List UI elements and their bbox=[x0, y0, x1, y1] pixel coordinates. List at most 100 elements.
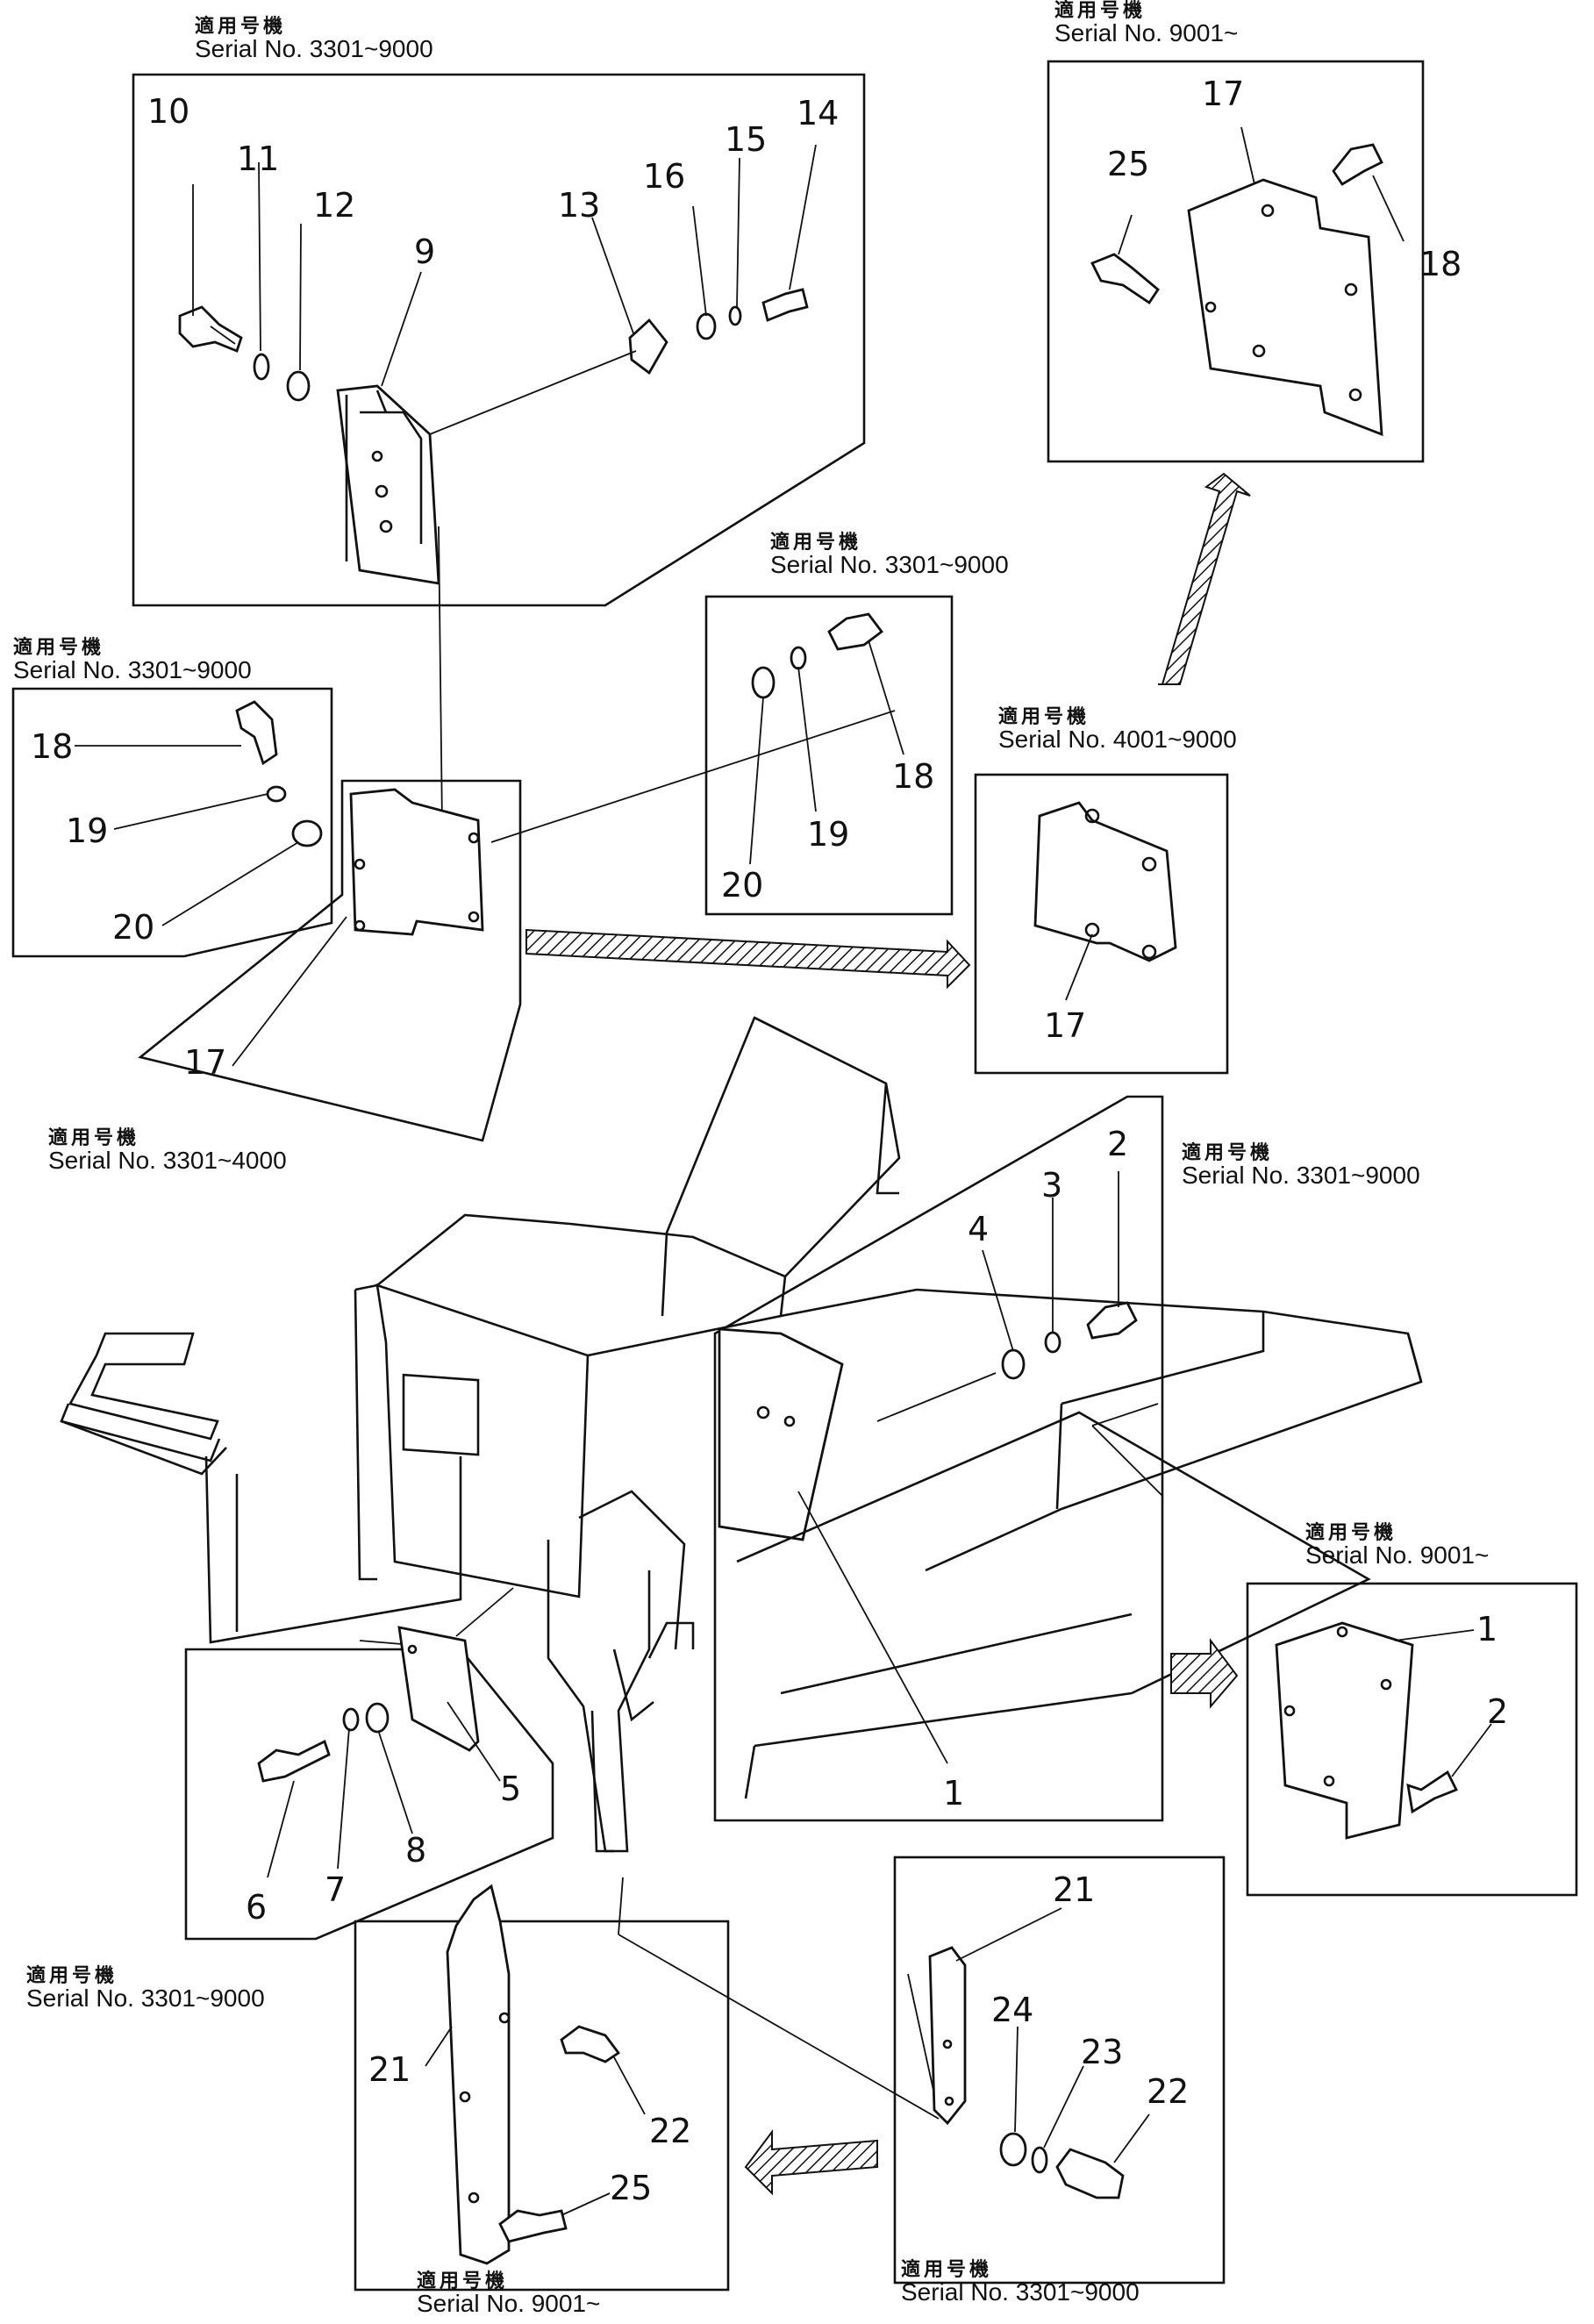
inset-frame-mid-center bbox=[704, 595, 954, 916]
inset-frame-top-right bbox=[1047, 60, 1425, 463]
caption-serial: Serial No. 9001~ bbox=[1054, 19, 1239, 47]
callout-18: 18 bbox=[1419, 245, 1462, 283]
spring-washer-icon bbox=[728, 305, 742, 326]
leader-line bbox=[425, 2026, 453, 2067]
washer-icon bbox=[999, 2132, 1027, 2167]
inset-frame-left bbox=[11, 687, 333, 958]
caption-left-lower: 適用号機 Serial No. 3301~4000 bbox=[48, 1126, 287, 1175]
caption-jp: 適用号機 bbox=[26, 1964, 118, 1986]
caption-jp: 適用号機 bbox=[998, 705, 1090, 727]
leader-line bbox=[1394, 1629, 1475, 1641]
caption-jp: 適用号機 bbox=[770, 531, 862, 553]
caption-jp: 適用号機 bbox=[195, 15, 287, 37]
bolt-icon bbox=[178, 305, 243, 353]
caption-left: 適用号機 Serial No. 3301~9000 bbox=[13, 637, 252, 683]
leader-line bbox=[1043, 2065, 1084, 2149]
caption-jp: 適用号機 bbox=[417, 2270, 509, 2292]
leader-line bbox=[232, 916, 347, 1067]
leader-line bbox=[955, 1907, 1062, 1962]
leader-line bbox=[447, 1701, 501, 1782]
inset-frame-mid-left bbox=[138, 779, 522, 1142]
caption-jp: 適用号機 bbox=[901, 2258, 993, 2280]
leader-line bbox=[789, 144, 817, 290]
inset-frame-bottom-center bbox=[354, 1920, 730, 2292]
caption-jp: 適用号機 bbox=[1305, 1521, 1397, 1543]
bolt-icon bbox=[560, 2025, 621, 2063]
bolt-icon bbox=[257, 1740, 331, 1783]
leader-line bbox=[1372, 175, 1405, 242]
caption-jp: 適用号機 bbox=[13, 636, 105, 658]
caption-bottom-left: 適用号機 Serial No. 3301~9000 bbox=[26, 1964, 265, 2013]
washer-icon bbox=[365, 1702, 390, 1734]
callout-1: 1 bbox=[943, 1774, 965, 1813]
inset-frame-left-lower bbox=[184, 1648, 554, 1941]
callout-15: 15 bbox=[725, 120, 768, 159]
callout-1: 1 bbox=[1476, 1610, 1498, 1648]
caption-jp: 適用号機 bbox=[48, 1126, 140, 1148]
spring-washer-icon bbox=[790, 646, 807, 670]
plate-17-serial-3301-4000 bbox=[349, 788, 484, 936]
leader-lines bbox=[359, 526, 1163, 2120]
callout-9: 9 bbox=[414, 232, 436, 271]
leader-line bbox=[378, 1732, 413, 1834]
washer-icon bbox=[291, 819, 323, 847]
washer-icon bbox=[286, 370, 311, 402]
callout-2: 2 bbox=[1487, 1692, 1509, 1731]
callout-19: 19 bbox=[807, 815, 850, 854]
leader-line bbox=[1014, 2026, 1019, 2133]
bolt-icon bbox=[1332, 143, 1383, 186]
spring-washer-icon bbox=[266, 785, 287, 803]
bolt-icon bbox=[1086, 1301, 1138, 1340]
leader-line bbox=[692, 205, 707, 317]
caption-right-mid: 適用号機 Serial No. 4001~9000 bbox=[998, 705, 1237, 753]
hatched-arrow-icon bbox=[1170, 1638, 1239, 1709]
caption-right-lower: 適用号機 Serial No. 9001~ bbox=[1305, 1521, 1489, 1569]
callout-20: 20 bbox=[721, 866, 764, 905]
leader-line bbox=[1113, 2113, 1150, 2163]
inset-frame-top-left bbox=[132, 73, 866, 607]
cover-21-serial-9001 bbox=[446, 1884, 511, 2265]
bolt-icon bbox=[1406, 1770, 1458, 1814]
callout-10: 10 bbox=[147, 92, 190, 131]
callout-18: 18 bbox=[892, 757, 935, 796]
callout-11: 11 bbox=[237, 139, 280, 178]
leader-line bbox=[113, 793, 268, 830]
washer-icon bbox=[751, 666, 776, 699]
caption-serial: Serial No. 3301~9000 bbox=[195, 35, 433, 63]
callout-6: 6 bbox=[246, 1888, 268, 1927]
machine-body bbox=[60, 1016, 1423, 1853]
caption-serial: Serial No. 3301~9000 bbox=[26, 1984, 265, 2013]
leader-line bbox=[161, 841, 299, 926]
hatched-arrow-icon bbox=[1158, 472, 1251, 685]
callout-4: 4 bbox=[968, 1210, 990, 1248]
leader-line bbox=[982, 1249, 1014, 1352]
callout-23: 23 bbox=[1081, 2033, 1124, 2071]
callout-25: 25 bbox=[610, 2169, 653, 2207]
plate-5 bbox=[397, 1626, 480, 1752]
washer-icon bbox=[1001, 1348, 1026, 1380]
leader-line bbox=[591, 217, 634, 334]
leader-line bbox=[1065, 933, 1093, 1001]
callout-19: 19 bbox=[66, 812, 109, 850]
leader-line bbox=[868, 640, 904, 755]
callout-17: 17 bbox=[1044, 1006, 1087, 1045]
caption-serial: Serial No. 3301~4000 bbox=[48, 1147, 287, 1175]
callout-7: 7 bbox=[325, 1870, 347, 1909]
caption-serial: Serial No. 9001~ bbox=[417, 2290, 601, 2318]
callout-5: 5 bbox=[500, 1770, 522, 1808]
callout-14: 14 bbox=[797, 94, 840, 132]
spring-washer-icon bbox=[342, 1707, 360, 1732]
plate-17-serial-9001 bbox=[1187, 178, 1383, 437]
washer-icon bbox=[696, 312, 717, 340]
spring-washer-icon bbox=[253, 353, 270, 381]
callout-12: 12 bbox=[313, 186, 356, 225]
caption-top-left: 適用号機 Serial No. 3301~9000 bbox=[195, 15, 433, 63]
caption-jp: 適用号機 bbox=[1054, 0, 1147, 21]
bolt-icon bbox=[235, 700, 278, 766]
callout-21: 21 bbox=[368, 2050, 411, 2089]
leader-line bbox=[381, 271, 422, 387]
hatched-arrow-icon bbox=[525, 928, 971, 990]
bolt-icon bbox=[761, 288, 809, 322]
caption-jp: 適用号機 bbox=[1182, 1141, 1274, 1163]
